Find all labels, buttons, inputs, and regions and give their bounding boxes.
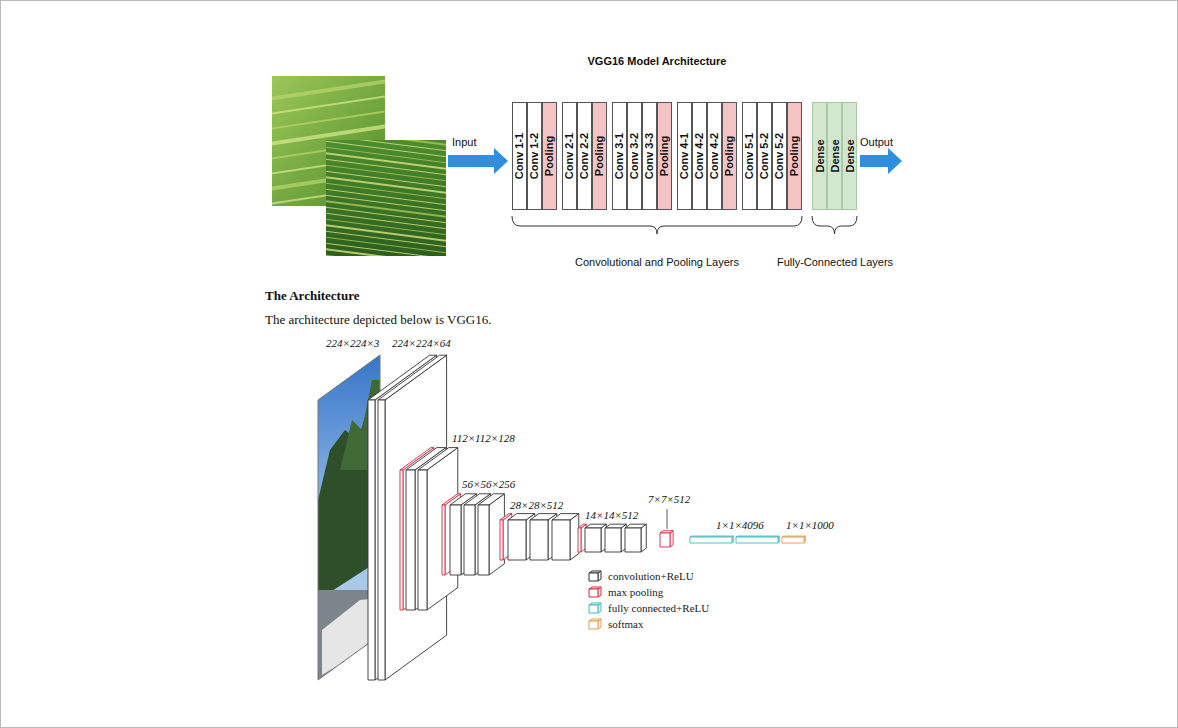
legend-swatch	[588, 586, 604, 599]
layer-name: Pooling	[724, 136, 736, 176]
legend-swatch	[588, 602, 604, 615]
legend-row: max pooling	[588, 586, 663, 599]
legend-swatch	[588, 618, 604, 631]
pool-block	[442, 494, 460, 575]
layer-name: Pooling	[544, 136, 556, 176]
conv-layer-box: Conv 5-2	[772, 102, 787, 210]
swatch-face	[589, 621, 598, 629]
legend-text: convolution+ReLU	[608, 570, 694, 583]
conv-block	[605, 524, 626, 552]
dimension-label: 56×56×256	[462, 478, 515, 491]
layer-name: Conv 3-2	[629, 133, 641, 179]
conv-layer-box: Conv 3-2	[627, 102, 642, 210]
legend-row: convolution+ReLU	[588, 570, 694, 583]
conv-layer-box: Conv 4-1	[677, 102, 692, 210]
legend-text: max pooling	[608, 586, 663, 599]
legend-text: fully connected+ReLU	[608, 602, 709, 615]
pooling-layer-box: Pooling	[542, 102, 557, 210]
conv-layer-box: Conv 5-2	[757, 102, 772, 210]
conv-layer-box: Conv 1-2	[527, 102, 542, 210]
layer-name: Conv 1-1	[514, 133, 526, 179]
dense-layer-box: Dense	[812, 102, 827, 210]
bracket	[512, 216, 802, 234]
input-photo-outline	[318, 355, 380, 680]
swatch-face	[589, 573, 598, 581]
dimension-label: 1×1×1000	[786, 519, 834, 532]
pooling-layer-box: Pooling	[787, 102, 802, 210]
dimension-label: 112×112×128	[452, 432, 515, 445]
layer-name: Conv 5-1	[744, 133, 756, 179]
layer-name: Conv 4-1	[679, 133, 691, 179]
swatch-face	[589, 589, 598, 597]
layer-name: Dense	[844, 139, 856, 172]
layer-name: Conv 1-2	[529, 133, 541, 179]
body-text: The architecture depicted below is VGG16…	[265, 312, 491, 327]
dimension-label: 28×28×512	[510, 499, 563, 512]
conv-layer-box: Conv 3-1	[612, 102, 627, 210]
conv-block	[478, 494, 504, 575]
group-label: Fully-Connected Layers	[777, 256, 893, 269]
conv-layer-box: Conv 4-2	[692, 102, 707, 210]
conv-layer-box: Conv 2-2	[577, 102, 592, 210]
leader-line	[667, 509, 668, 529]
dimension-label: 224×224×3	[326, 337, 379, 350]
legend-row: softmax	[588, 618, 643, 631]
swatch-face	[589, 605, 598, 613]
pooling-layer-box: Pooling	[657, 102, 672, 210]
pooling-layer-box: Pooling	[592, 102, 607, 210]
legend-row: fully connected+ReLU	[588, 602, 709, 615]
dimension-label: 7×7×512	[648, 493, 690, 506]
layer-name: Dense	[814, 139, 826, 172]
input-arrow	[448, 148, 508, 174]
layer-name: Conv 3-3	[644, 133, 656, 179]
layer-name: Conv 3-1	[614, 133, 626, 179]
legend-text: softmax	[608, 618, 643, 631]
layer-name: Pooling	[789, 136, 801, 176]
conv-block	[552, 514, 579, 560]
pool-block	[660, 531, 673, 547]
layer-name: Conv 4-2	[694, 133, 706, 179]
layer-name: Conv 4-2	[709, 133, 721, 179]
bracket	[812, 216, 857, 234]
dimension-label: 224×224×64	[392, 337, 451, 350]
pooling-layer-box: Pooling	[722, 102, 737, 210]
layer-name: Conv 2-1	[564, 133, 576, 179]
dimension-label: 14×14×512	[585, 509, 638, 522]
arrow-label: Input	[452, 136, 476, 149]
legend-swatch	[588, 570, 604, 583]
conv-block	[585, 524, 606, 552]
layer-name: Conv 2-2	[579, 133, 591, 179]
conv-block	[464, 494, 490, 575]
conv-layer-box: Conv 4-2	[707, 102, 722, 210]
layer-name: Conv 5-2	[759, 133, 771, 179]
conv-layer-box: Conv 3-3	[642, 102, 657, 210]
dense-layer-box: Dense	[842, 102, 857, 210]
leaf-photo	[326, 140, 446, 256]
section-heading: The Architecture	[265, 288, 359, 303]
layer-name: Pooling	[594, 136, 606, 176]
conv-layer-box: Conv 5-1	[742, 102, 757, 210]
dense-layer-box: Dense	[827, 102, 842, 210]
arrow-label: Output	[860, 136, 893, 149]
dimension-label: 1×1×4096	[716, 519, 764, 532]
softmax-block	[782, 536, 805, 543]
layer-name: Pooling	[659, 136, 671, 176]
conv-layer-box: Conv 1-1	[512, 102, 527, 210]
fc-block	[736, 536, 779, 543]
group-label: Convolutional and Pooling Layers	[575, 256, 739, 269]
layer-name: Conv 5-2	[774, 133, 786, 179]
conv-block	[450, 494, 476, 575]
output-arrow	[860, 148, 902, 174]
fc-block	[690, 536, 733, 543]
layer-name: Dense	[829, 139, 841, 172]
conv-layer-box: Conv 2-1	[562, 102, 577, 210]
diagram-title: VGG16 Model Architecture	[588, 55, 727, 68]
conv-block	[625, 524, 646, 552]
